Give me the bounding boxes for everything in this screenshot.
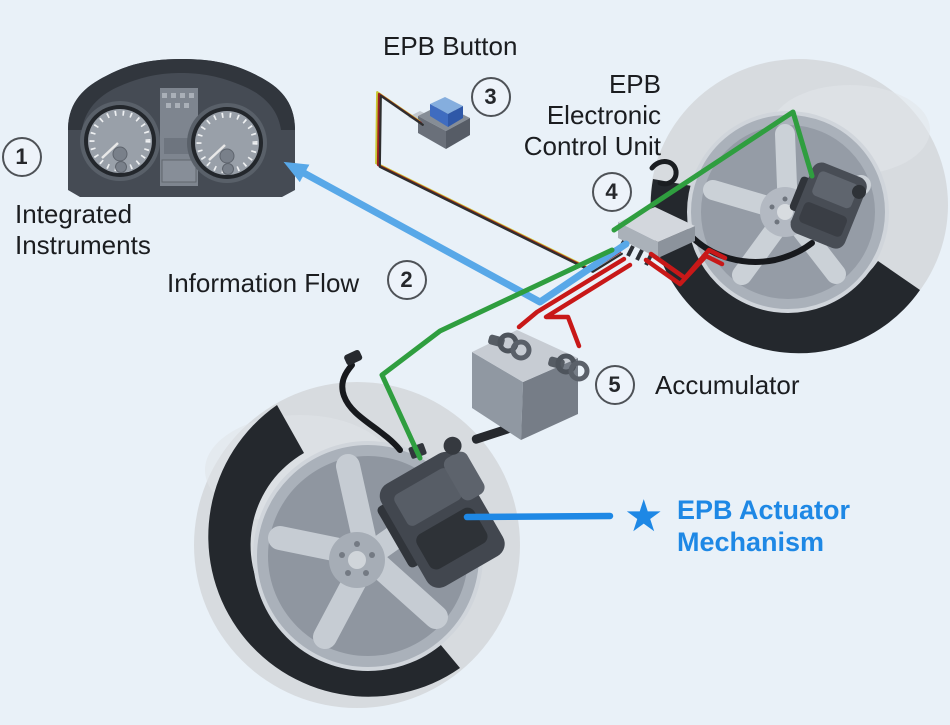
speedometer-gauge — [80, 101, 160, 181]
epb-actuator-line2: Mechanism — [677, 527, 825, 557]
epb-button-label: EPB Button — [383, 31, 518, 61]
tachometer-gauge — [187, 103, 267, 183]
epb-actuator-line1: EPB Actuator — [677, 495, 851, 525]
hose-fitting — [344, 349, 363, 366]
wiring — [283, 91, 815, 521]
rear-wheel-left — [194, 349, 520, 708]
badge-text: 5 — [608, 371, 621, 397]
information-flow-arrow — [283, 161, 630, 306]
accumulator-right-face — [521, 358, 578, 440]
lug-bolts — [339, 541, 375, 576]
cluster-display-lower — [161, 159, 197, 183]
power-wires-right-wheel — [643, 247, 728, 287]
signal-wire-right-caliper — [611, 109, 815, 233]
cluster-visor — [68, 59, 295, 130]
epb-ecu-label: EPB Electronic Control Unit — [524, 69, 661, 162]
actuator-pointer-line — [463, 512, 614, 521]
power-wires-accumulator — [516, 256, 633, 349]
epb-button-unit — [408, 97, 470, 149]
epb-actuator-mechanism-label: EPB Actuator Mechanism — [677, 494, 850, 558]
badge-text: 3 — [484, 83, 497, 109]
badge-text: 4 — [605, 178, 618, 204]
cluster-display-upper — [164, 138, 194, 154]
callout-number-epb-button: 3 — [470, 76, 511, 117]
indicator-lights — [162, 93, 194, 108]
accumulator-left-face — [472, 352, 523, 440]
tire-tread-cutaway — [650, 179, 920, 354]
integrated-instruments-line1: Integrated — [15, 199, 133, 229]
accumulator-terminal-1 — [488, 332, 532, 361]
ecu-front-face — [618, 222, 658, 258]
callout-number-accumulator: 5 — [594, 364, 635, 405]
star-icon: ★ — [624, 491, 663, 542]
accumulator-unit — [472, 330, 590, 440]
rear-wheel-right — [650, 59, 948, 354]
accumulator-label: Accumulator — [655, 370, 800, 400]
callout-number-integrated-instruments: 1 — [1, 136, 42, 177]
badge-text: 1 — [15, 143, 28, 169]
information-flow-label: Information Flow — [167, 268, 360, 298]
integrated-instruments-label: Integrated Instruments — [15, 199, 151, 261]
epb-ecu-label-line1: EPB — [608, 69, 661, 99]
badge-text: 2 — [400, 266, 413, 292]
callout-number-epb-ecu: 4 — [591, 171, 632, 212]
epb-ecu-label-line2: Electronic — [546, 100, 661, 130]
brake-caliper-left — [377, 436, 505, 588]
callout-number-information-flow: 2 — [386, 259, 427, 300]
ecu-hose-hook — [649, 159, 679, 187]
button-cap-top — [430, 97, 463, 114]
button-cap-front — [430, 104, 448, 127]
tire-tread-cutaway — [208, 405, 460, 697]
instrument-cluster — [68, 59, 295, 197]
integrated-instruments-line2: Instruments — [15, 230, 151, 260]
ecu-side-face — [658, 226, 695, 258]
brake-caliper-right — [789, 162, 867, 249]
brake-hose-left — [339, 362, 403, 453]
accumulator-terminal-2 — [548, 353, 590, 382]
epb-ecu-label-line3: Control Unit — [523, 131, 661, 161]
signal-wire-left-caliper — [379, 247, 615, 461]
